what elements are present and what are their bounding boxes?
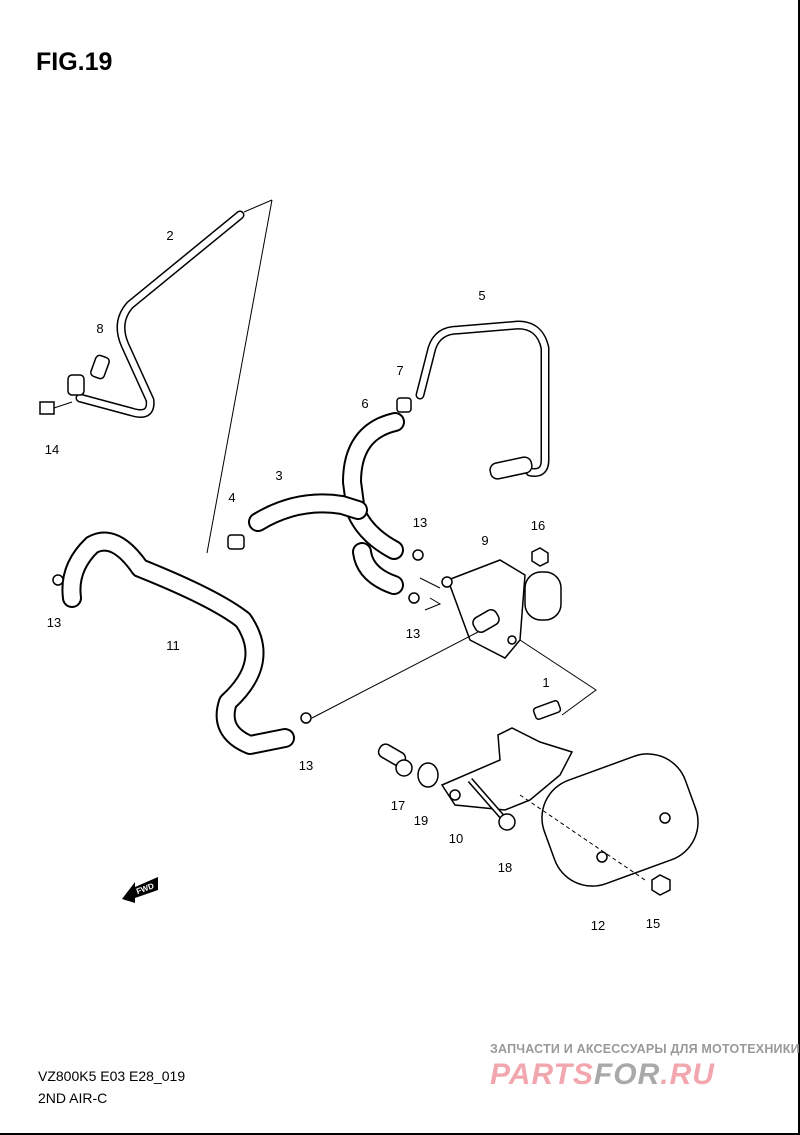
callout-9: 9 (481, 533, 488, 548)
part-4-clamp[interactable] (227, 534, 245, 550)
part-7-clamp[interactable] (396, 397, 412, 413)
part-11-hose[interactable] (61, 531, 295, 755)
callout-1: 1 (542, 675, 549, 690)
callout-6: 6 (361, 396, 368, 411)
model-code: VZ800K5 E03 E28_019 (38, 1068, 186, 1084)
part-19-grommet[interactable] (417, 762, 439, 788)
watermark-logo: PARTSFOR.RU (490, 1058, 715, 1091)
callout-5: 5 (478, 288, 485, 303)
callout-8: 8 (96, 321, 103, 336)
part-16-nut[interactable] (531, 547, 549, 567)
callout-13: 13 (406, 626, 420, 641)
callout-13: 13 (413, 515, 427, 530)
leader-line (311, 577, 597, 719)
part-5-pipe[interactable] (415, 320, 550, 480)
callout-13: 13 (299, 758, 313, 773)
part-3-hose[interactable] (248, 493, 368, 532)
callout-13: 13 (47, 615, 61, 630)
part-9-reed-valve[interactable] (441, 559, 562, 659)
part-1-valve[interactable] (532, 700, 562, 720)
part-12-cover[interactable] (531, 743, 710, 898)
callout-11: 11 (166, 638, 180, 653)
callout-17: 17 (391, 798, 405, 813)
part-6-hose[interactable] (342, 412, 405, 595)
fwd-arrow-icon: FWD (122, 877, 158, 903)
part-18-bolt[interactable] (467, 778, 516, 831)
figure-title: FIG.19 (36, 48, 113, 76)
callout-19: 19 (414, 813, 428, 828)
part-13-clips[interactable] (52, 549, 424, 724)
diagram-name: 2ND AIR-C (38, 1090, 108, 1106)
callout-4: 4 (228, 490, 235, 505)
callout-18: 18 (498, 860, 512, 875)
callout-3: 3 (275, 468, 282, 483)
callout-2: 2 (166, 228, 173, 243)
leader-line (206, 199, 273, 554)
callout-16: 16 (531, 518, 545, 533)
part-8-gasket[interactable] (90, 354, 111, 380)
callout-14: 14 (45, 442, 59, 457)
callout-7: 7 (396, 363, 403, 378)
part-14-bolt[interactable] (39, 374, 85, 415)
part-2-pipe[interactable] (75, 210, 245, 418)
watermark-subtitle: ЗАПЧАСТИ И АКСЕССУАРЫ ДЛЯ МОТОТЕХНИКИ (490, 1042, 800, 1056)
callout-10: 10 (449, 831, 463, 846)
callout-12: 12 (591, 918, 605, 933)
part-15-nut[interactable] (651, 874, 671, 896)
callout-15: 15 (646, 916, 660, 931)
